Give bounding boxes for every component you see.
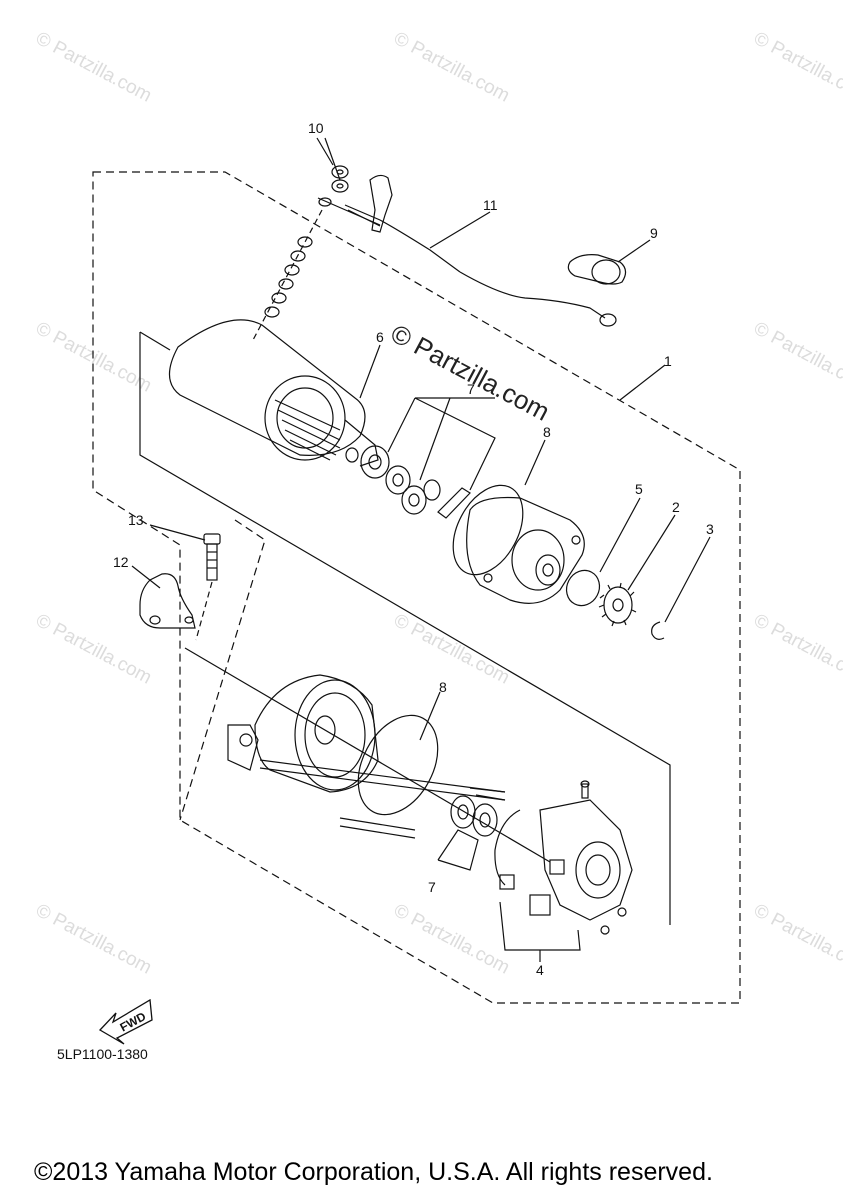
washer-set-7-lower: [450, 795, 498, 837]
circlip-3: [651, 621, 665, 640]
reference-line: [184, 647, 551, 863]
callout-4[interactable]: 4: [536, 962, 544, 978]
cap-9: [567, 254, 627, 285]
reference-line: [139, 332, 671, 925]
callout-7-lower[interactable]: 7: [428, 879, 436, 895]
bolt-13: [203, 533, 221, 581]
brush-holder-4: [494, 780, 633, 935]
callout-5[interactable]: 5: [635, 481, 643, 497]
front-cover: [466, 496, 585, 604]
gear-2: [598, 582, 637, 627]
callout-2[interactable]: 2: [672, 499, 680, 515]
assembly-boundary: [92, 171, 741, 1004]
yoke-housing: [227, 674, 379, 793]
copyright-notice: ©2013 Yamaha Motor Corporation, U.S.A. A…: [34, 1158, 713, 1186]
callout-8-lower[interactable]: 8: [439, 679, 447, 695]
washer-stack: [264, 236, 313, 318]
callout-1[interactable]: 1: [664, 353, 672, 369]
washer-set-7: [360, 445, 471, 519]
bracket-12: [139, 573, 196, 629]
callout-9[interactable]: 9: [650, 225, 658, 241]
callout-13[interactable]: 13: [128, 512, 144, 528]
armature-6: [168, 319, 379, 467]
o-ring-5: [565, 569, 601, 607]
diagram-code: 5LP1100-1380: [57, 1046, 148, 1062]
callout-7[interactable]: 7: [467, 381, 475, 397]
callout-3[interactable]: 3: [706, 521, 714, 537]
o-ring-8-lower: [357, 714, 439, 816]
callout-11[interactable]: 11: [483, 197, 498, 213]
fwd-label: FWD: [118, 1009, 149, 1034]
long-bolts: [259, 759, 506, 839]
callout-10[interactable]: 10: [308, 120, 324, 136]
fwd-arrow: [98, 998, 153, 1045]
o-ring-8: [452, 484, 524, 576]
lead-wire-11: [317, 174, 617, 327]
callout-8[interactable]: 8: [543, 424, 551, 440]
callout-6[interactable]: 6: [376, 329, 384, 345]
callout-12[interactable]: 12: [113, 554, 129, 570]
